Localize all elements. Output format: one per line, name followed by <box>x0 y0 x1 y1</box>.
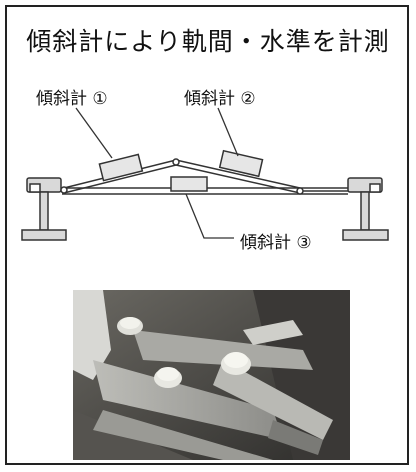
track-gauge-diagram <box>21 107 389 241</box>
figure-title: 傾斜計により軌間・水準を計測 <box>26 27 390 56</box>
inclinometer-2 <box>218 149 264 178</box>
truss-frame <box>60 158 304 195</box>
left-rail <box>21 177 67 241</box>
device-photo-drawing <box>73 290 350 460</box>
inclinometer-3-label: 傾斜計 ③ <box>240 233 312 253</box>
leader-lines <box>75 107 239 239</box>
inclinometer-2-label: 傾斜計 ② <box>184 89 256 109</box>
right-rail <box>342 177 389 241</box>
inclinometer-1 <box>98 153 144 182</box>
inclinometer-1-label: 傾斜計 ① <box>36 89 108 109</box>
inclinometer-3 <box>170 176 208 192</box>
device-photo <box>73 290 350 460</box>
